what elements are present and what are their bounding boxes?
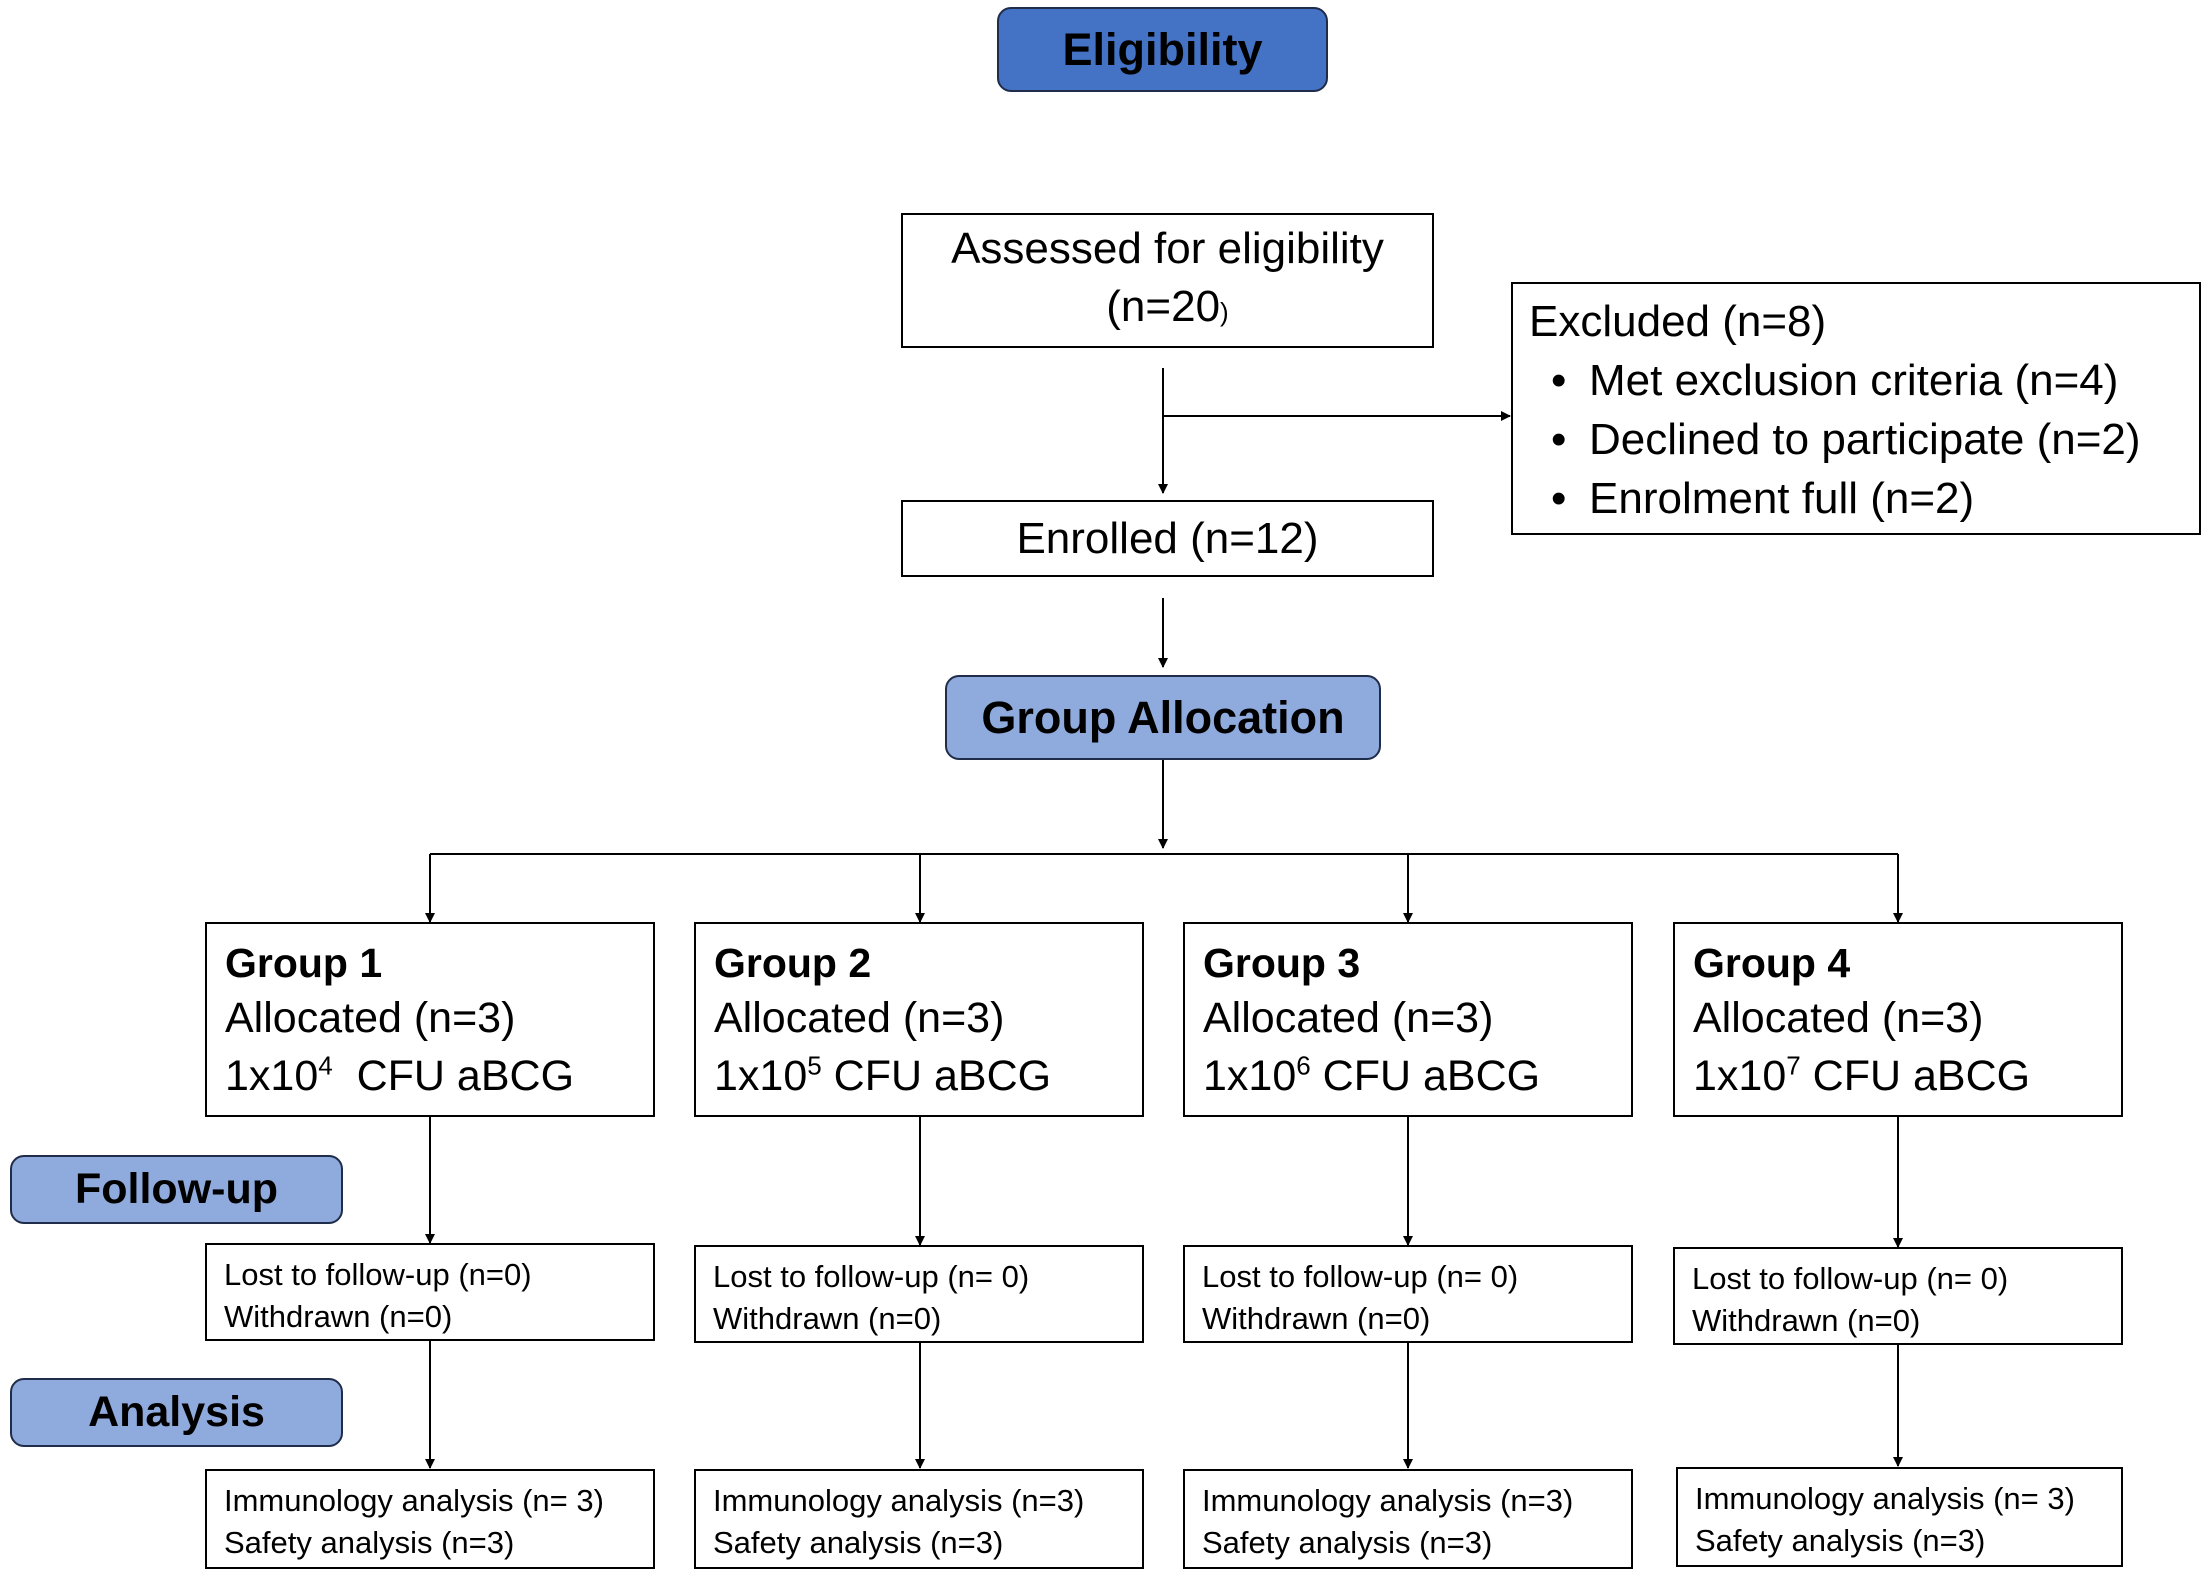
group-title: Group 1: [225, 940, 383, 986]
stage-analysis: Analysis: [10, 1378, 343, 1447]
excluded-title: Excluded (n=8): [1529, 297, 1827, 346]
group-dose: 1x105 CFU aBCG: [714, 1050, 1052, 1100]
group-allocated: Allocated (n=3): [225, 994, 516, 1042]
stage-follow-up: Follow-up: [10, 1155, 343, 1224]
immunology-analysis: Immunology analysis (n=3): [1202, 1483, 1574, 1518]
excluded-reason: Met exclusion criteria (n=4): [1529, 351, 2199, 410]
group-dose: 1x107 CFU aBCG: [1693, 1050, 2031, 1100]
safety-analysis: Safety analysis (n=3): [1202, 1525, 1493, 1560]
assessed-box: Assessed for eligibility (n=20): [901, 213, 1434, 348]
safety-analysis: Safety analysis (n=3): [1695, 1523, 1986, 1558]
withdrawn: Withdrawn (n=0): [224, 1299, 453, 1334]
withdrawn: Withdrawn (n=0): [713, 1301, 942, 1336]
analysis-2-box: Immunology analysis (n=3) Safety analysi…: [694, 1469, 1144, 1569]
lost-to-follow-up: Lost to follow-up (n= 0): [713, 1259, 1030, 1294]
group-title: Group 4: [1693, 940, 1851, 986]
stage-analysis-label: Analysis: [88, 1388, 265, 1436]
withdrawn: Withdrawn (n=0): [1692, 1303, 1921, 1338]
analysis-4-box: Immunology analysis (n= 3) Safety analys…: [1676, 1467, 2123, 1567]
stage-group-allocation: Group Allocation: [945, 675, 1381, 760]
excluded-reason: Declined to participate (n=2): [1529, 410, 2199, 469]
lost-to-follow-up: Lost to follow-up (n= 0): [1202, 1259, 1519, 1294]
group-dose: 1x104 CFU aBCG: [225, 1050, 575, 1100]
followup-2-box: Lost to follow-up (n= 0) Withdrawn (n=0): [694, 1245, 1144, 1343]
immunology-analysis: Immunology analysis (n= 3): [1695, 1481, 2075, 1516]
group-dose: 1x106 CFU aBCG: [1203, 1050, 1541, 1100]
safety-analysis: Safety analysis (n=3): [224, 1525, 515, 1560]
stage-eligibility-label: Eligibility: [1062, 23, 1263, 75]
excluded-reason: Enrolment full (n=2): [1529, 469, 2199, 528]
assessed-line-1: Assessed for eligibility: [951, 224, 1384, 273]
immunology-analysis: Immunology analysis (n=3): [713, 1483, 1085, 1518]
group-allocated: Allocated (n=3): [714, 994, 1005, 1042]
followup-3-box: Lost to follow-up (n= 0) Withdrawn (n=0): [1183, 1245, 1633, 1343]
group-allocated: Allocated (n=3): [1693, 994, 1984, 1042]
lost-to-follow-up: Lost to follow-up (n= 0): [1692, 1261, 2009, 1296]
group-3-box: Group 3 Allocated (n=3) 1x106 CFU aBCG: [1183, 922, 1633, 1117]
analysis-1-box: Immunology analysis (n= 3) Safety analys…: [205, 1469, 655, 1569]
group-4-box: Group 4 Allocated (n=3) 1x107 CFU aBCG: [1673, 922, 2123, 1117]
immunology-analysis: Immunology analysis (n= 3): [224, 1483, 604, 1518]
group-title: Group 2: [714, 940, 872, 986]
group-1-box: Group 1 Allocated (n=3) 1x104 CFU aBCG: [205, 922, 655, 1117]
group-title: Group 3: [1203, 940, 1361, 986]
stage-group-allocation-label: Group Allocation: [981, 691, 1345, 743]
stage-follow-up-label: Follow-up: [75, 1165, 278, 1213]
enrolled-box: Enrolled (n=12): [901, 500, 1434, 577]
excluded-box: Excluded (n=8) Met exclusion criteria (n…: [1511, 282, 2201, 535]
lost-to-follow-up: Lost to follow-up (n=0): [224, 1257, 532, 1292]
withdrawn: Withdrawn (n=0): [1202, 1301, 1431, 1336]
safety-analysis: Safety analysis (n=3): [713, 1525, 1004, 1560]
excluded-reasons-list: Met exclusion criteria (n=4) Declined to…: [1529, 351, 2199, 528]
stage-eligibility: Eligibility: [997, 7, 1328, 92]
analysis-3-box: Immunology analysis (n=3) Safety analysi…: [1183, 1469, 1633, 1569]
followup-1-box: Lost to follow-up (n=0) Withdrawn (n=0): [205, 1243, 655, 1341]
enrolled-label: Enrolled (n=12): [1016, 513, 1319, 563]
followup-4-box: Lost to follow-up (n= 0) Withdrawn (n=0): [1673, 1247, 2123, 1345]
group-allocated: Allocated (n=3): [1203, 994, 1494, 1042]
assessed-line-2: (n=20): [1106, 282, 1229, 331]
group-2-box: Group 2 Allocated (n=3) 1x105 CFU aBCG: [694, 922, 1144, 1117]
